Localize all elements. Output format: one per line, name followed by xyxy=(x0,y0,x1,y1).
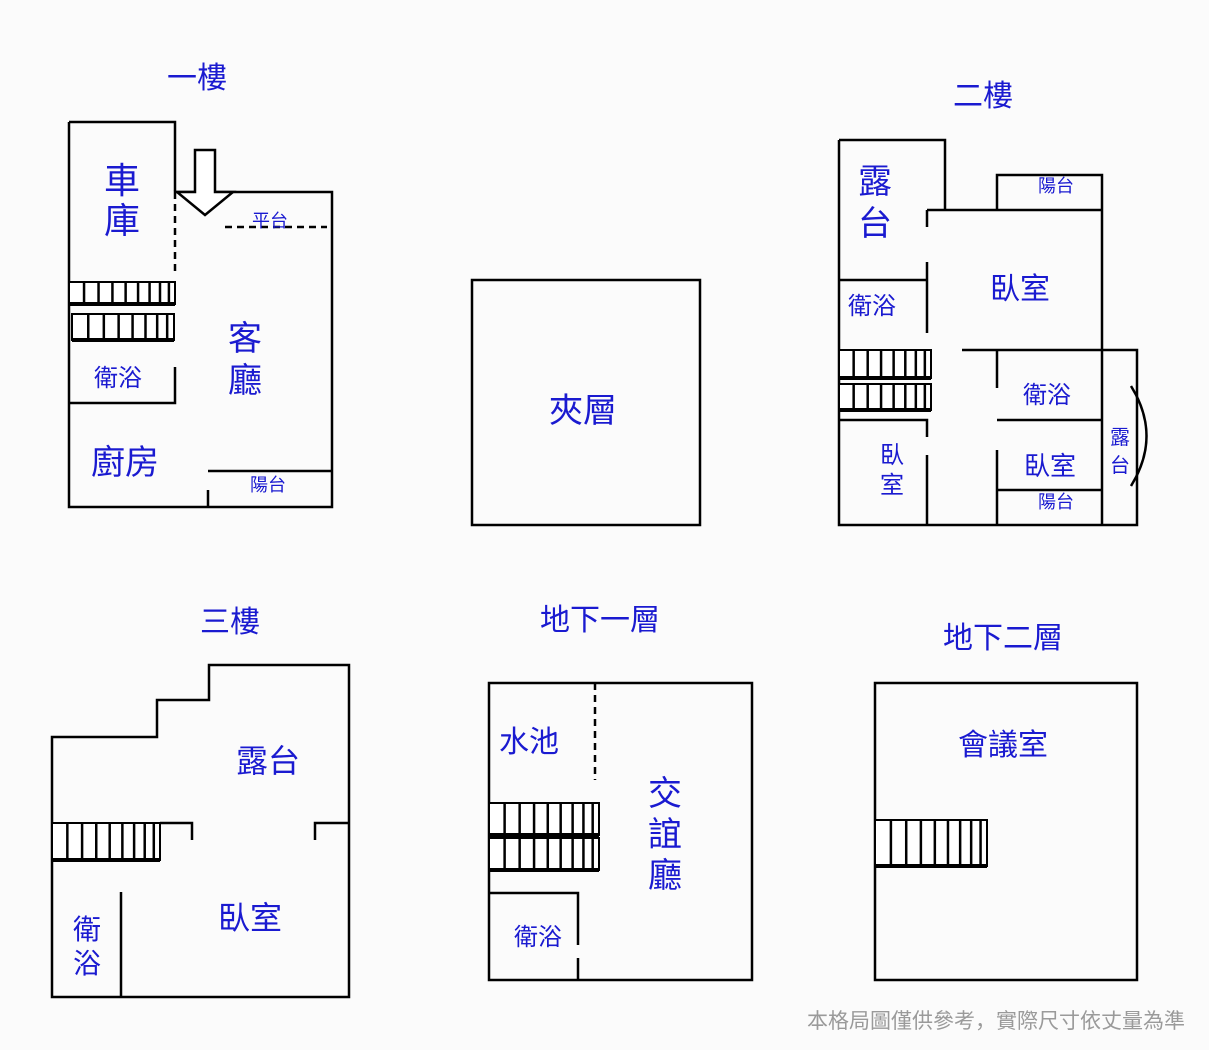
staircase-icon xyxy=(838,349,932,380)
floor-2-title: 二樓 xyxy=(953,79,1013,114)
terrace-label: 露台 xyxy=(236,742,300,780)
floor-2-walls xyxy=(837,138,1139,527)
staircase-icon xyxy=(838,383,932,412)
disclaimer-footer: 本格局圖僅供參考，實際尺寸依丈量為準 xyxy=(807,1009,1185,1033)
bedroom-main-label: 臥室 xyxy=(990,272,1050,307)
floor-3: 三樓 露台 臥室 衛 浴 xyxy=(50,605,351,999)
staircase-icon xyxy=(874,819,988,868)
mezzanine: 夾層 xyxy=(470,278,702,527)
garage-label-1: 車 xyxy=(104,161,140,202)
floor-1-title: 一樓 xyxy=(167,61,227,96)
balcony-label: 陽台 xyxy=(250,475,286,496)
lounge-label-2: 誼 xyxy=(648,815,682,855)
basement-1-inner-walls xyxy=(489,891,580,980)
floor-1: 一樓 車 庫 平台 客 廳 衛浴 廚房 陽台 xyxy=(67,61,334,509)
pool-label: 水池 xyxy=(499,725,559,760)
bath-right-label: 衛浴 xyxy=(1023,381,1071,409)
lounge-label-1: 交 xyxy=(648,774,682,814)
staircase-icon xyxy=(51,822,161,862)
bath-label-1: 衛 xyxy=(73,913,101,946)
terrace-right-label-2: 台 xyxy=(1110,453,1130,477)
floor-1-inner-walls xyxy=(69,367,332,507)
bedroom-label: 臥室 xyxy=(218,899,282,937)
living-label-2: 廳 xyxy=(228,361,262,401)
meeting-room-label: 會議室 xyxy=(958,728,1048,763)
basement-1: 地下一層 水池 交 誼 廳 衛浴 xyxy=(487,603,754,982)
terrace-label-2: 台 xyxy=(858,204,892,244)
terrace-right-label-1: 露 xyxy=(1110,425,1130,449)
terrace-bay-arc xyxy=(1129,385,1148,487)
basement-2: 地下二層 會議室 xyxy=(873,621,1139,982)
staircase-icon xyxy=(488,802,600,837)
entrance-arrow-icon xyxy=(173,148,237,217)
basement-2-title: 地下二層 xyxy=(943,621,1063,656)
mezzanine-walls xyxy=(470,278,702,527)
bath-label-2: 浴 xyxy=(73,947,101,980)
floor-1-walls xyxy=(67,120,334,509)
basement-1-title: 地下一層 xyxy=(540,603,660,638)
staircase-icon xyxy=(68,281,176,306)
balcony-bottom-label: 陽台 xyxy=(1038,492,1074,513)
living-label-1: 客 xyxy=(228,319,262,359)
bath-label: 衛浴 xyxy=(514,923,562,951)
bedroom-left-label-1: 臥 xyxy=(880,441,904,469)
bedroom-right-label: 臥室 xyxy=(1024,452,1076,482)
mezzanine-label: 夾層 xyxy=(549,391,617,431)
bath-left-label: 衛浴 xyxy=(848,292,896,320)
lounge-label-3: 廳 xyxy=(648,856,682,896)
terrace-label-1: 露 xyxy=(858,162,892,202)
kitchen-label: 廚房 xyxy=(91,443,159,483)
floor-3-title: 三樓 xyxy=(200,605,260,640)
bedroom-left-label-2: 室 xyxy=(880,471,904,499)
platform-label: 平台 xyxy=(252,211,288,232)
balcony-top-label: 陽台 xyxy=(1038,176,1074,197)
bath-label: 衛浴 xyxy=(94,364,142,392)
garage-label-2: 庫 xyxy=(104,201,140,242)
floor-3-walls xyxy=(50,663,351,999)
stair-outline xyxy=(51,822,161,861)
staircase-icon xyxy=(71,313,175,342)
staircase-icon xyxy=(488,837,600,872)
floor-2: 二樓 露 台 陽台 臥室 衛浴 衛浴 臥 室 臥室 露 台 陽台 xyxy=(837,79,1148,527)
